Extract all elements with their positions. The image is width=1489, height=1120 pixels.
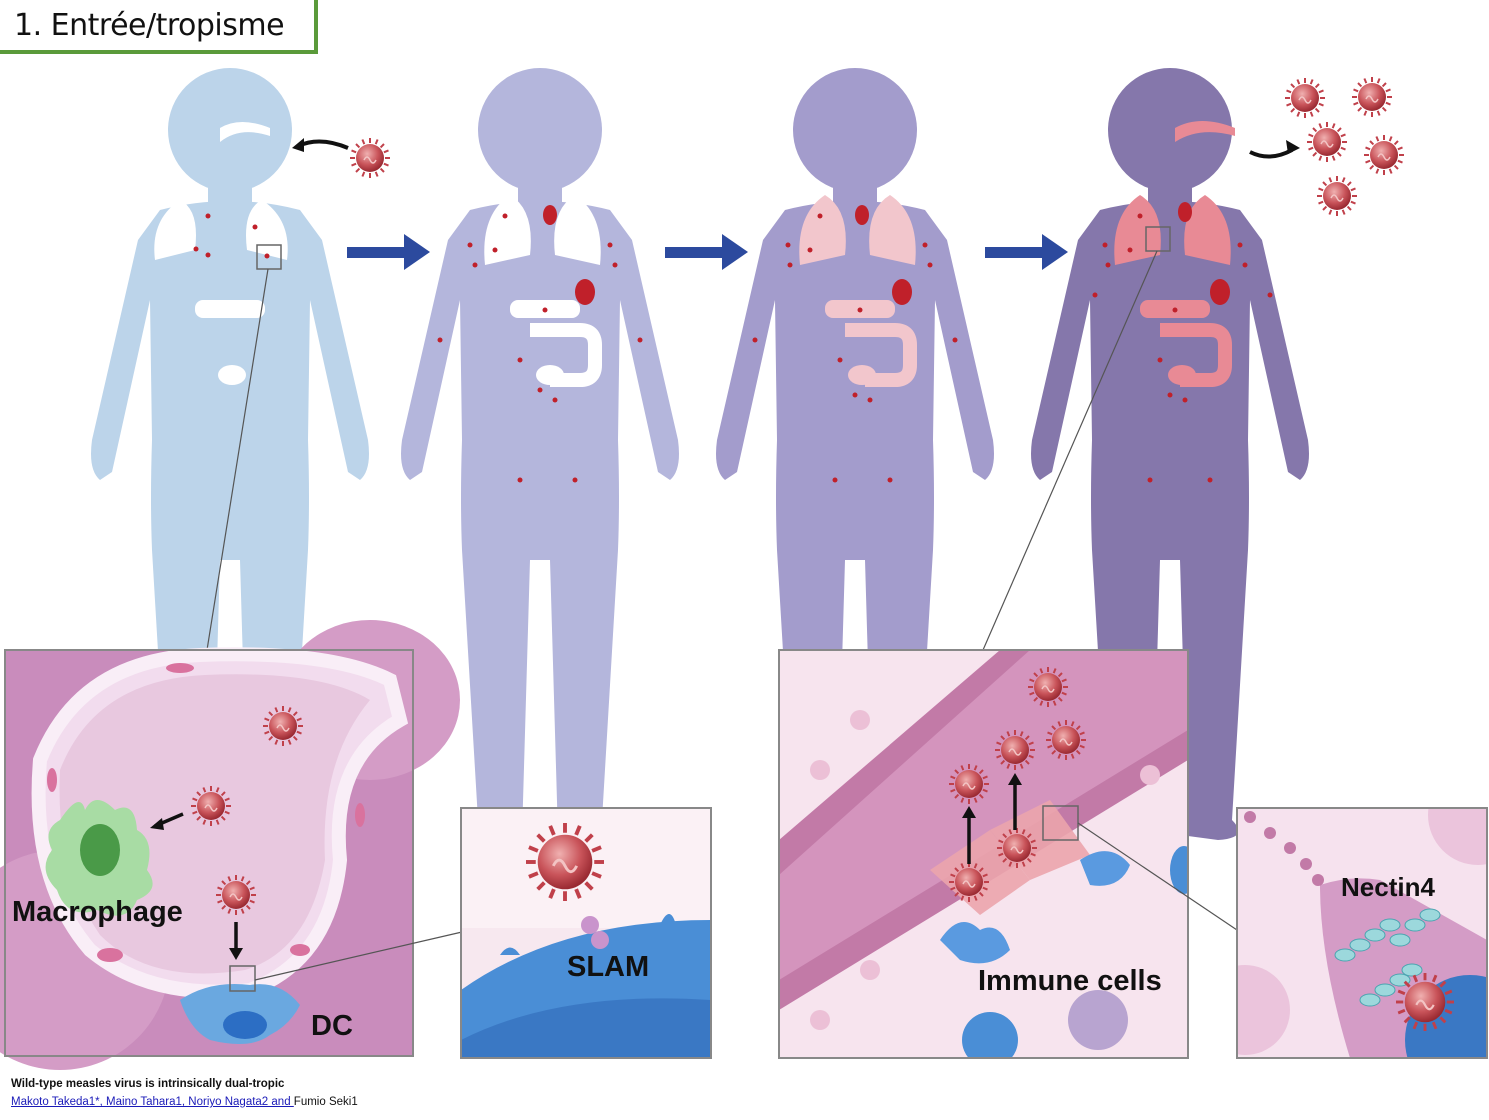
slide-title-box: 1. Entrée/tropisme [0,0,318,54]
connector-line-2 [982,250,1158,651]
dendritic-cell [180,984,300,1044]
curved-entry-arrow-icon [297,139,349,150]
shed-viruses [1284,76,1405,217]
child-figure-stage-3 [716,68,994,840]
slam-label: SLAM [567,951,650,983]
virus-icon [1045,719,1087,761]
infection-dots [193,213,1273,483]
nectin4-label: Nectin4 [1341,872,1435,902]
virus-icon [1027,666,1069,708]
virus-icon [948,763,990,805]
epithelium-panel [778,649,1189,1059]
virus-icon [215,874,257,916]
citation-title: Wild-type measles virus is intrinsically… [11,1078,285,1090]
citation-last-author: Fumio Seki1 [293,1096,358,1108]
zoom-box-stage-1 [256,244,282,270]
citation-authors: Makoto Takeda1*, Maino Tahara1, Noriyo N… [11,1096,358,1108]
child-figure-stage-4 [1031,68,1309,840]
macrophage-label: Macrophage [12,896,183,928]
slam-panel [460,807,712,1059]
immune-cells-label: Immune cells [978,965,1162,997]
entering-virus-icon [349,137,391,179]
virus-icon [1363,134,1405,176]
virus-icon [948,861,990,903]
connector-line-1 [206,268,269,651]
nectin4-panel [1236,807,1488,1059]
progression-arrow-icon [985,234,1068,270]
dc-label: DC [311,1010,353,1042]
virus-icon [994,729,1036,771]
virus-icon [190,785,232,827]
virus-icon [1284,77,1326,119]
alveolus-panel [0,620,460,1070]
macrophage-cell [45,800,153,916]
virus-icon [524,821,606,903]
progression-arrow-icon [347,234,430,270]
virus-icon [1316,175,1358,217]
virus-icon [996,827,1038,869]
citation-authors-link[interactable]: Makoto Takeda1*, Maino Tahara1, Noriyo N… [11,1096,294,1108]
curved-exit-arrow-icon [1249,148,1293,159]
progression-arrow-icon [665,234,748,270]
virus-icon [262,705,304,747]
slide-title: 1. Entrée/tropisme [14,8,285,43]
virus-icon [1306,121,1348,163]
virus-icon [1351,76,1393,118]
zoom-box-stage-4 [1145,226,1171,252]
